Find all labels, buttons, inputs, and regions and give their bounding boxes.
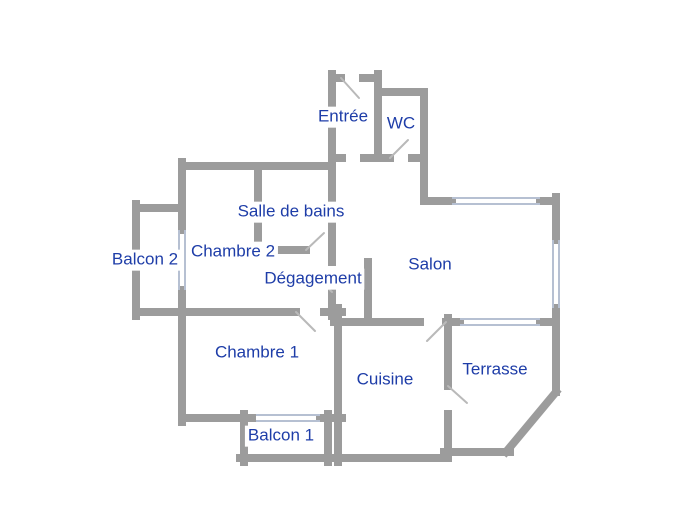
room-label-balcon-1: Balcon 1 [244,425,318,447]
room-label-balcon-2: Balcon 2 [108,249,182,271]
room-label-chambre-2: Chambre 2 [187,241,279,263]
room-label-cuisine: Cuisine [353,369,417,391]
room-label-entree: Entrée [314,106,372,128]
room-label-salon: Salon [405,254,455,276]
room-label-salle-de-bains: Salle de bains [234,201,348,223]
windows-group [178,197,560,422]
room-label-wc: WC [383,113,419,135]
room-label-chambre-1: Chambre 1 [211,342,303,364]
room-label-degagement: Dégagement [261,268,365,290]
room-label-terrasse: Terrasse [459,359,531,381]
